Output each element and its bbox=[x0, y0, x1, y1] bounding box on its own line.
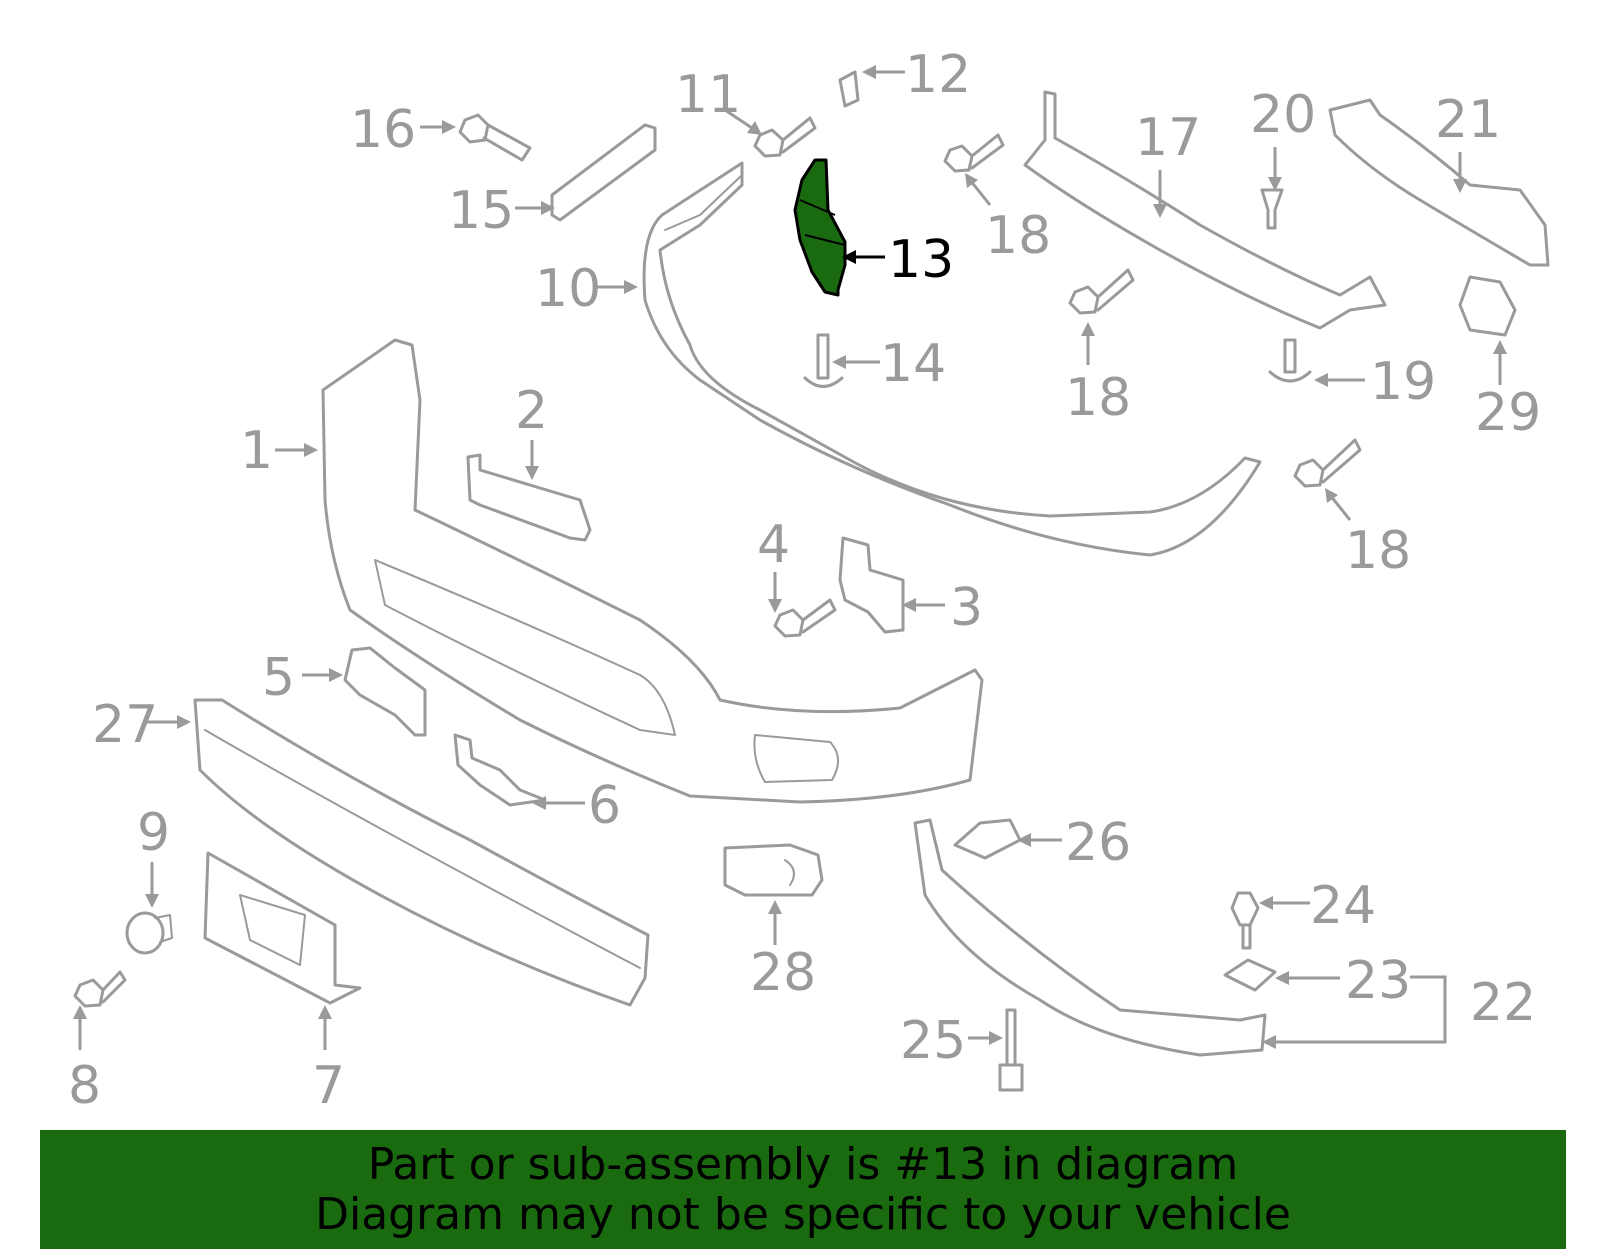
part-21-bracket bbox=[1328, 98, 1550, 267]
callout-11: 11 bbox=[675, 65, 741, 125]
callout-labels: 1 2 3 4 5 6 7 8 9 10 11 12 13 14 15 16 1… bbox=[68, 45, 1541, 1116]
callout-15: 15 bbox=[448, 181, 514, 241]
callout-25: 25 bbox=[900, 1011, 966, 1071]
part-23-nut bbox=[1223, 958, 1277, 992]
callout-8: 8 bbox=[68, 1056, 101, 1116]
callout-18a: 18 bbox=[985, 206, 1051, 266]
callout-12: 12 bbox=[905, 45, 971, 105]
info-banner: Part or sub-assembly is #13 in diagram D… bbox=[40, 1130, 1566, 1249]
callout-10: 10 bbox=[535, 259, 601, 319]
callout-13: 13 bbox=[888, 230, 954, 290]
part-15-bracket bbox=[550, 123, 657, 222]
part-22-lower-spoiler bbox=[913, 818, 1267, 1057]
callout-18c: 18 bbox=[1345, 521, 1411, 581]
callout-6: 6 bbox=[588, 776, 621, 836]
callout-27: 27 bbox=[92, 695, 158, 755]
banner-line-2: Diagram may not be specific to your vehi… bbox=[315, 1189, 1291, 1240]
callout-21: 21 bbox=[1435, 90, 1501, 150]
part-27-valance bbox=[193, 698, 650, 1007]
callout-26: 26 bbox=[1065, 813, 1131, 873]
part-29-clip bbox=[1458, 275, 1517, 337]
part-6-bracket bbox=[453, 733, 547, 807]
part-17-reinforcement bbox=[1023, 90, 1387, 330]
callout-22: 22 bbox=[1470, 973, 1536, 1033]
part-3-bracket bbox=[838, 536, 905, 634]
part-26-bracket bbox=[953, 818, 1022, 860]
callout-2: 2 bbox=[515, 381, 548, 441]
part-2-bracket bbox=[466, 453, 592, 542]
callout-1: 1 bbox=[240, 421, 273, 481]
part-10-bumper-cover bbox=[642, 161, 1262, 557]
callout-3: 3 bbox=[950, 578, 983, 638]
callout-9: 9 bbox=[137, 803, 170, 863]
part-7-license-bracket bbox=[203, 851, 362, 1005]
callout-14: 14 bbox=[880, 334, 946, 394]
part-28-fog-bezel bbox=[723, 843, 824, 897]
callout-20: 20 bbox=[1250, 85, 1316, 145]
leader-arrows bbox=[73, 65, 1507, 1050]
callout-7: 7 bbox=[312, 1056, 345, 1116]
callout-16: 16 bbox=[350, 100, 416, 160]
part-5-bracket bbox=[343, 646, 427, 737]
callout-19: 19 bbox=[1370, 352, 1436, 412]
callout-29: 29 bbox=[1475, 383, 1541, 443]
callout-4: 4 bbox=[757, 515, 790, 575]
fastener-bolts bbox=[73, 70, 1362, 1092]
part-1-front-bumper bbox=[321, 338, 984, 804]
callout-17: 17 bbox=[1135, 108, 1201, 168]
banner-line-1: Part or sub-assembly is #13 in diagram bbox=[367, 1139, 1239, 1190]
callout-18b: 18 bbox=[1065, 368, 1131, 428]
parts-diagram: 1 2 3 4 5 6 7 8 9 10 11 12 13 14 15 16 1… bbox=[68, 45, 1550, 1116]
part-9-retainer bbox=[125, 911, 173, 955]
callout-23: 23 bbox=[1345, 951, 1411, 1011]
part-13-highlighted bbox=[793, 158, 847, 297]
callout-5: 5 bbox=[262, 648, 295, 708]
callout-24: 24 bbox=[1310, 876, 1376, 936]
callout-28: 28 bbox=[750, 943, 816, 1003]
